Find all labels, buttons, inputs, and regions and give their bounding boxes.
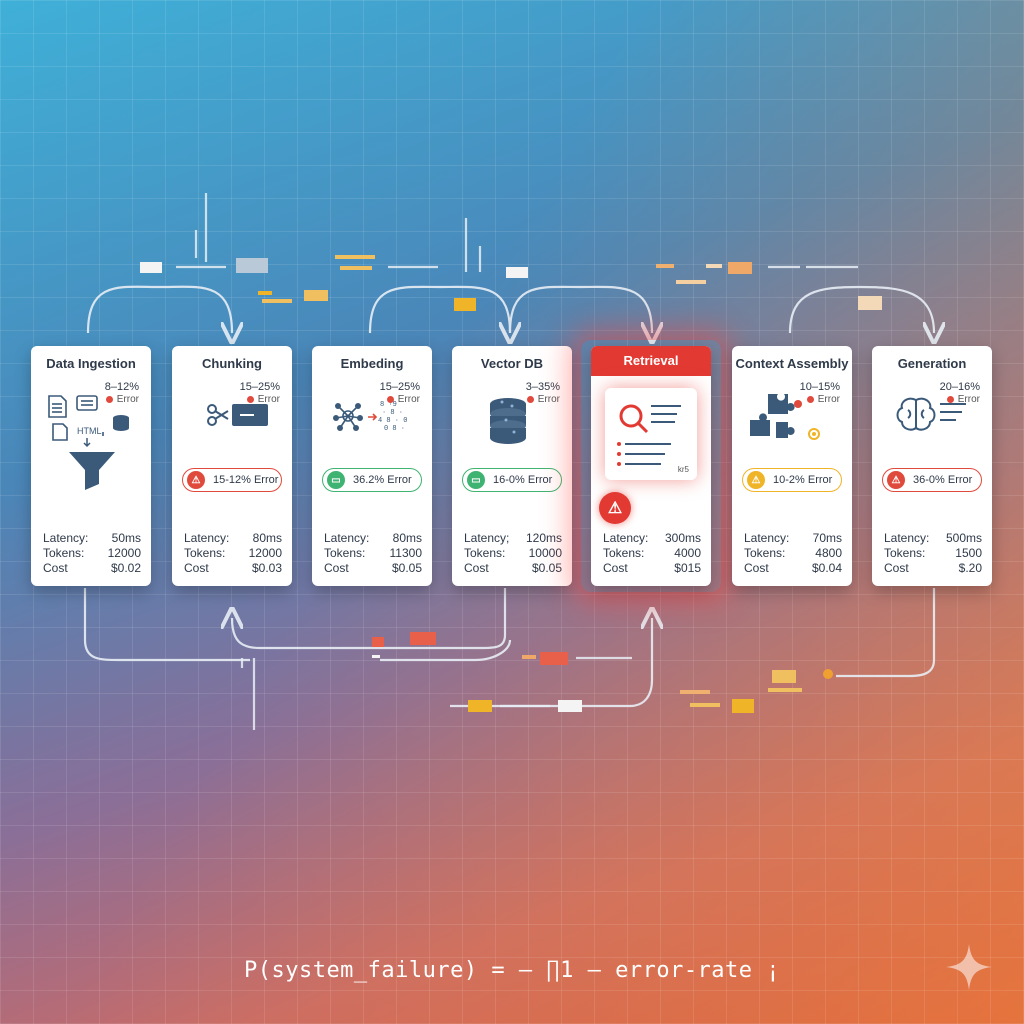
stage-card-context-assembly[interactable]: Context Assembly 10–15% Error ⚠ 10-2% Er…	[732, 346, 852, 586]
stage-card-retrieval[interactable]: Retrieval kr5 ⚠ Latency:300ms Tokens:400…	[591, 346, 711, 586]
error-rate-badge: ▭ 16-0% Error	[462, 468, 562, 492]
stage-stats: Latency:50ms Tokens:12000 Cost$0.02	[43, 531, 141, 575]
svg-text:HTML: HTML	[77, 426, 102, 436]
data-packets	[140, 255, 882, 713]
stage-stats: Latency:80ms Tokens:11300 Cost$0.05	[324, 531, 422, 575]
warning-icon: ⚠	[747, 471, 765, 489]
stage-stats: Latency:500ms Tokens:1500 Cost$.20	[884, 531, 982, 575]
stage-title: Vector DB	[480, 356, 544, 371]
stage-stats: Latency:80ms Tokens:12000 Cost$0.03	[184, 531, 282, 575]
arrow-bottom-5	[836, 588, 936, 678]
error-percent: 10–15%	[799, 381, 840, 393]
stage-card-data-ingestion[interactable]: Data Ingestion 8–12% Error HTML	[31, 346, 151, 586]
svg-text:∙ 8 ∙: ∙ 8 ∙	[382, 409, 403, 417]
stage-title: Embeding	[340, 356, 404, 371]
error-indicator: Error	[946, 394, 980, 405]
error-rate-badge: ⚠ 36-0% Error	[882, 468, 982, 492]
arrow-top-3	[508, 285, 652, 333]
stage-title: Retrieval	[591, 346, 711, 376]
scissors-icon	[182, 386, 282, 466]
arrow-bottom-3	[380, 639, 512, 662]
database-icon	[462, 386, 562, 466]
error-indicator: Error	[386, 394, 420, 405]
error-percent: 15–25%	[239, 381, 280, 393]
status-icon: ▭	[327, 471, 345, 489]
warning-icon: ⚠	[187, 471, 205, 489]
error-rate-badge: ⚠ 10-2% Error	[742, 468, 842, 492]
error-rate-badge: ▭ 36.2% Error	[322, 468, 422, 492]
error-rate-badge: ⚠ 15-12% Error	[182, 468, 282, 492]
puzzle-icon	[742, 386, 842, 466]
error-percent: 8–12%	[104, 381, 139, 393]
document-funnel-icon: HTML	[41, 386, 141, 490]
status-icon: ▭	[467, 471, 485, 489]
svg-text:0 8 ∙: 0 8 ∙	[384, 425, 405, 433]
stage-stats: Latency:300ms Tokens:4000 Cost$015	[603, 531, 701, 575]
error-indicator: Error	[246, 394, 280, 405]
stage-title: Generation	[897, 356, 967, 371]
stage-card-vector-db[interactable]: Vector DB 3–35% Error ▭ 16-0% Error	[452, 346, 572, 586]
stage-stats: Latency;120ms Tokens:10000 Cost$0.05	[464, 531, 562, 575]
stage-title: Context Assembly	[735, 356, 849, 371]
search-document-icon: kr5	[605, 388, 697, 480]
error-indicator: Error	[526, 394, 560, 405]
arrow-top-1	[86, 285, 232, 333]
stage-title: Chunking	[202, 356, 262, 371]
sparkle-icon	[946, 944, 992, 990]
arrow-bottom-1	[83, 588, 250, 662]
stage-card-generation[interactable]: Generation 20–16% Error ⚠ 36-0% Error La…	[872, 346, 992, 586]
error-indicator: Error	[105, 394, 139, 405]
brain-icon	[882, 386, 982, 466]
arrow-top-4	[788, 285, 934, 333]
error-percent: 3–35%	[525, 381, 560, 393]
error-indicator: Error	[806, 394, 840, 405]
error-percent: 15–25%	[379, 381, 420, 393]
stage-title: Data Ingestion	[46, 356, 136, 371]
svg-text:4 8 ∙ 0: 4 8 ∙ 0	[378, 417, 407, 425]
warning-icon: ⚠	[887, 471, 905, 489]
arrow-bottom-4	[450, 618, 652, 708]
stage-card-chunking[interactable]: Chunking 15–25% Error ⚠ 15-12% Error Lat…	[172, 346, 292, 586]
failure-formula: P(system_failure) = – ∏1 – error-rate ¡	[243, 958, 781, 983]
svg-text:8 ∙9: 8 ∙9	[380, 401, 397, 409]
arrow-top-2	[368, 285, 510, 333]
warning-icon: ⚠	[599, 492, 631, 524]
error-percent: 20–16%	[939, 381, 980, 393]
stage-stats: Latency:70ms Tokens:4800 Cost$0.04	[744, 531, 842, 575]
arrow-bottom-2	[232, 588, 507, 650]
